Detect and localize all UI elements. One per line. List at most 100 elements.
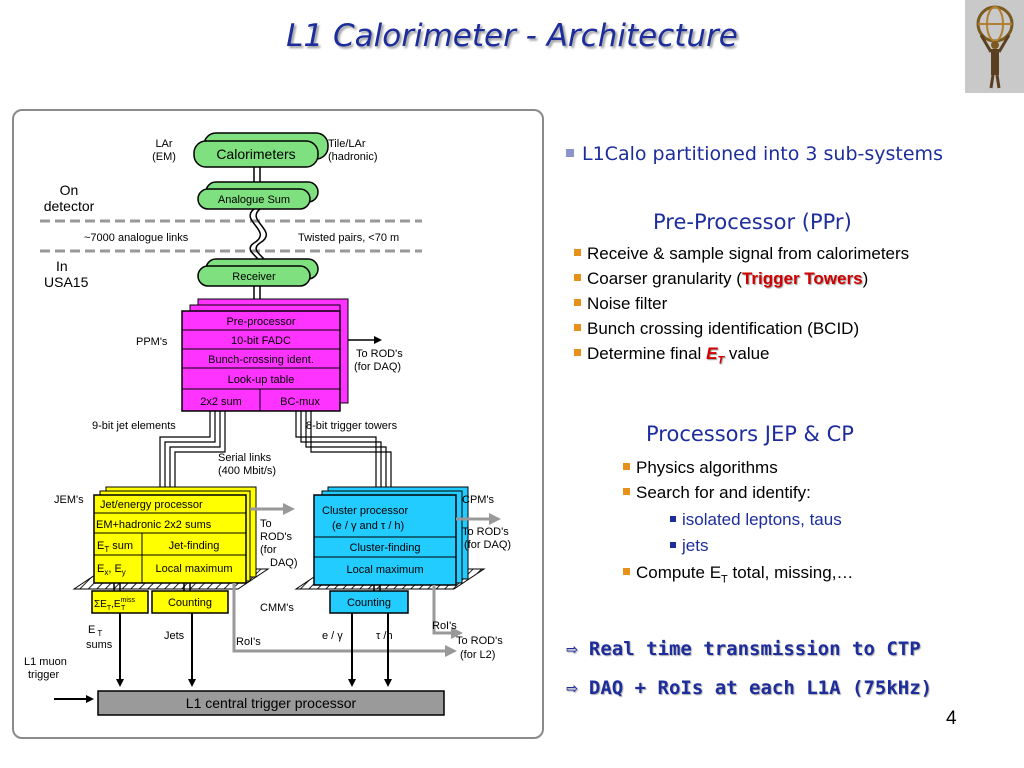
analogue-sum-label: Analogue Sum bbox=[218, 194, 290, 206]
jem-ex-ey: Ex, Ey bbox=[97, 563, 126, 577]
cmms-label: CMM's bbox=[260, 602, 294, 614]
jems-label: JEM's bbox=[54, 494, 84, 506]
ctp-label: L1 central trigger processor bbox=[186, 695, 357, 711]
ppr-heading: Pre-Processor (PPr) bbox=[653, 210, 852, 234]
processors-bullet-list: Physics algorithms Search for and identi… bbox=[623, 455, 811, 505]
ppm-to-rod-label: To ROD's bbox=[356, 348, 403, 360]
calorimeters-block: Calorimeters bbox=[193, 132, 329, 168]
processors-bullet-2: Search for and identify: bbox=[623, 480, 811, 505]
serial-links-label: Serial links bbox=[218, 452, 272, 464]
architecture-diagram-frame: Calorimeters LAr (EM) Tile/LAr (hadronic… bbox=[12, 109, 544, 739]
tile-lar-label: Tile/LAr bbox=[328, 138, 366, 150]
bottom-line-2: ⇨ DAQ + RoIs at each L1A (75kHz) bbox=[566, 677, 933, 699]
tile-lar-label-2: (hadronic) bbox=[328, 151, 378, 163]
processors-sub-1: isolated leptons, taus bbox=[670, 507, 842, 533]
pp-2x2-sum: 2x2 sum bbox=[200, 396, 242, 408]
jet-elements-label: 9-bit jet elements bbox=[92, 420, 176, 432]
egamma-label: e / γ bbox=[322, 630, 343, 642]
et-highlight: ET bbox=[706, 344, 725, 367]
on-detector-label-2: detector bbox=[44, 198, 95, 214]
processors-sub-list: isolated leptons, taus jets bbox=[670, 507, 842, 559]
ppr-bullet-3: Noise filter bbox=[574, 291, 909, 316]
jem-jet-finding: Jet-finding bbox=[169, 540, 220, 552]
jem-block: Jet/energy processor EM+hadronic 2x2 sum… bbox=[72, 486, 270, 590]
intro-text: L1Calo partitioned into 3 sub-systems bbox=[582, 143, 943, 165]
trigger-towers-highlight: Trigger Towers bbox=[741, 269, 863, 288]
atlas-logo bbox=[965, 0, 1024, 93]
cmm-cp-block: Counting bbox=[329, 590, 409, 614]
ppm-to-rod-label-2: (for DAQ) bbox=[354, 361, 401, 373]
jem-to-rod-2: ROD's bbox=[260, 531, 293, 543]
architecture-diagram: Calorimeters LAr (EM) Tile/LAr (hadronic… bbox=[24, 132, 511, 716]
bullet-icon bbox=[623, 488, 630, 496]
processors-heading: Processors JEP & CP bbox=[646, 422, 854, 446]
cp-row-categories: (e / γ and τ / h) bbox=[332, 520, 404, 532]
calorimeters-label: Calorimeters bbox=[216, 146, 295, 162]
rois-label-2: RoI's bbox=[432, 620, 457, 632]
square-bullet-icon bbox=[566, 148, 574, 157]
tauh-label: τ /h bbox=[376, 630, 393, 642]
bullet-icon bbox=[574, 349, 581, 357]
cpms-label: CPM's bbox=[462, 494, 495, 506]
bullet-icon bbox=[574, 274, 581, 282]
bullet-icon bbox=[623, 568, 630, 576]
sub-bullet-icon bbox=[670, 541, 676, 548]
pp-row-fadc: 10-bit FADC bbox=[231, 335, 291, 347]
cpm-block: Cluster processor (e / γ and τ / h) Clus… bbox=[294, 486, 486, 590]
lar-em-label: LAr bbox=[155, 138, 172, 150]
jem-local-max: Local maximum bbox=[155, 563, 232, 575]
on-detector-label: On bbox=[60, 182, 79, 198]
ppr-bullet-list: Receive & sample signal from calorimeter… bbox=[574, 241, 909, 373]
right-arrow-icon: ⇨ bbox=[566, 677, 578, 699]
slide-title: L1 Calorimeter - Architecture bbox=[286, 18, 738, 54]
ppr-bullet-5: Determine final ET value bbox=[574, 341, 909, 373]
sub-bullet-icon bbox=[670, 515, 676, 522]
atlas-figure-icon bbox=[976, 5, 1014, 89]
intro-bullet: L1Calo partitioned into 3 sub-systems bbox=[566, 143, 943, 165]
pp-row-lut: Look-up table bbox=[228, 374, 295, 386]
processors-sub-2: jets bbox=[670, 533, 842, 559]
jem-to-rod-3: (for bbox=[260, 544, 277, 556]
serial-links-label-2: (400 Mbit/s) bbox=[218, 465, 276, 477]
jets-label: Jets bbox=[164, 630, 185, 642]
bottom-line-1: ⇨ Real time transmission to CTP bbox=[566, 638, 921, 660]
ppr-bullet-1: Receive & sample signal from calorimeter… bbox=[574, 241, 909, 266]
ppr-bullet-4: Bunch crossing identification (BCID) bbox=[574, 316, 909, 341]
jem-row-sums: EM+hadronic 2x2 sums bbox=[96, 519, 212, 531]
ctp-block: L1 central trigger processor bbox=[97, 690, 445, 716]
cp-local-max: Local maximum bbox=[346, 564, 423, 576]
cp-cluster-finding: Cluster-finding bbox=[350, 542, 421, 554]
receiver-block: Receiver bbox=[197, 258, 319, 287]
bullet-icon bbox=[623, 463, 630, 471]
lar-em-label-2: (EM) bbox=[152, 151, 176, 163]
cmm-jet-counting: Counting bbox=[168, 597, 212, 609]
jem-row-processor: Jet/energy processor bbox=[100, 499, 203, 511]
bullet-icon bbox=[574, 249, 581, 257]
jem-to-rod-1: To bbox=[260, 518, 272, 530]
muon-label: L1 muon bbox=[24, 656, 67, 668]
to-rod-l2-2: (for L2) bbox=[460, 649, 495, 661]
muon-label-2: trigger bbox=[28, 669, 60, 681]
bullet-icon bbox=[574, 324, 581, 332]
processors-bullet-1: Physics algorithms bbox=[623, 455, 811, 480]
jem-et-sum: ET sum bbox=[97, 540, 133, 554]
usa15-label-2: USA15 bbox=[44, 274, 89, 290]
page-number: 4 bbox=[946, 708, 957, 729]
usa15-label: In bbox=[56, 258, 68, 274]
ppr-bullet-2: Coarser granularity (Trigger Towers) bbox=[574, 266, 909, 291]
ppm-block: Pre-processor 10-bit FADC Bunch-crossing… bbox=[181, 298, 349, 412]
receiver-label: Receiver bbox=[232, 271, 276, 283]
to-rod-l2-1: To ROD's bbox=[456, 635, 503, 647]
trigger-towers-label: 8-bit trigger towers bbox=[306, 420, 398, 432]
ppms-label: PPM's bbox=[136, 336, 168, 348]
cp-to-rod-2: (for DAQ) bbox=[464, 539, 511, 551]
processors-bullet-3: Compute ET total, missing,… bbox=[623, 560, 853, 592]
et-sums-label-2: sums bbox=[86, 639, 113, 651]
twisted-pairs-label: Twisted pairs, <70 m bbox=[298, 232, 399, 244]
cp-row-processor: Cluster processor bbox=[322, 505, 409, 517]
pp-row-bcid: Bunch-crossing ident. bbox=[208, 354, 314, 366]
right-arrow-icon: ⇨ bbox=[566, 638, 578, 660]
